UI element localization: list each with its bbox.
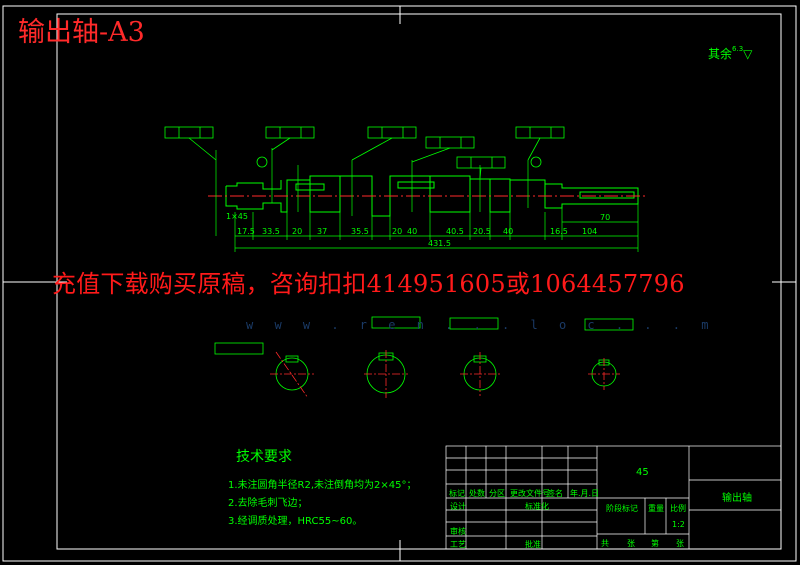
- dim-label: 40.5: [446, 227, 464, 236]
- dim-total-label: 431.5: [428, 239, 451, 248]
- sheet-label: 张: [676, 539, 684, 548]
- drawing-title: 输出轴-A3: [18, 17, 145, 48]
- tech-requirements-title: 技术要求: [236, 449, 292, 465]
- dim-label: 37: [317, 227, 328, 236]
- dim-label: 104: [582, 227, 598, 236]
- roughness-symbol-icon: ▽: [743, 47, 753, 61]
- dim-label: 20.5: [473, 227, 491, 236]
- sheet-label: 第: [651, 539, 659, 548]
- dim-label: 20: [292, 227, 303, 236]
- process-label: 工艺: [450, 540, 466, 549]
- tech-requirement-item: 1.未注圆角半径R2,未注倒角均为2×45°；: [228, 480, 417, 491]
- tb-row-label: 签名: [547, 489, 563, 498]
- checker-label: 审核: [450, 527, 466, 536]
- tb-row-label: 标记: [449, 489, 465, 498]
- part-name-label: 输出轴: [722, 493, 752, 504]
- designer-label: 设计: [450, 502, 466, 511]
- watermark-text: 充值下载购买原稿，咨询扣扣414951605或1064457796: [52, 270, 685, 298]
- tb-row-label: 更改文件号: [510, 489, 550, 498]
- weight-label: 重量: [648, 504, 664, 513]
- approve-label: 批准: [525, 540, 541, 549]
- section-view-1: [214, 342, 314, 399]
- standard-label: 标准化: [525, 502, 549, 511]
- stage-label: 阶段标记: [606, 504, 638, 513]
- roughness-label: 其余: [708, 47, 733, 61]
- dimension-lines: [215, 148, 639, 252]
- roughness-note: 其余6.3▽: [708, 45, 752, 62]
- tb-row-label: 处数: [469, 489, 485, 498]
- title-block: [445, 445, 782, 550]
- tech-requirement-item: 3.经调质处理，HRC55~60。: [228, 516, 363, 527]
- dim-label: 20: [392, 227, 403, 236]
- tech-requirement-item: 2.去除毛刺飞边；: [228, 498, 308, 509]
- roughness-value: 6.3: [732, 45, 744, 53]
- centering-marks: [3, 6, 796, 561]
- tb-row-label: 年.月.日: [570, 489, 600, 498]
- dim-chamfer-label: 1×45: [226, 212, 248, 221]
- dim-label: 16.5: [550, 227, 568, 236]
- dim-right-label: 70: [600, 213, 611, 222]
- section-view-3: [449, 317, 500, 396]
- dim-label: 35.5: [351, 227, 369, 236]
- dim-label: 40: [407, 227, 418, 236]
- tolerance-frames: [164, 126, 565, 179]
- sheet-label: 共: [601, 539, 609, 548]
- section-view-4: [584, 318, 634, 390]
- scale-value: 1:2: [672, 520, 685, 529]
- dim-label: 40: [503, 227, 514, 236]
- sheet-label: 张: [627, 539, 635, 548]
- tb-row-label: 分区: [489, 489, 505, 498]
- dim-label: 17.5: [237, 227, 255, 236]
- dim-label: 33.5: [262, 227, 280, 236]
- material-label: 45: [636, 467, 649, 478]
- section-view-2: [364, 316, 421, 398]
- site-watermark: w w w . r e n . . . l o c . . . m: [246, 318, 716, 332]
- scale-label: 比例: [670, 504, 686, 513]
